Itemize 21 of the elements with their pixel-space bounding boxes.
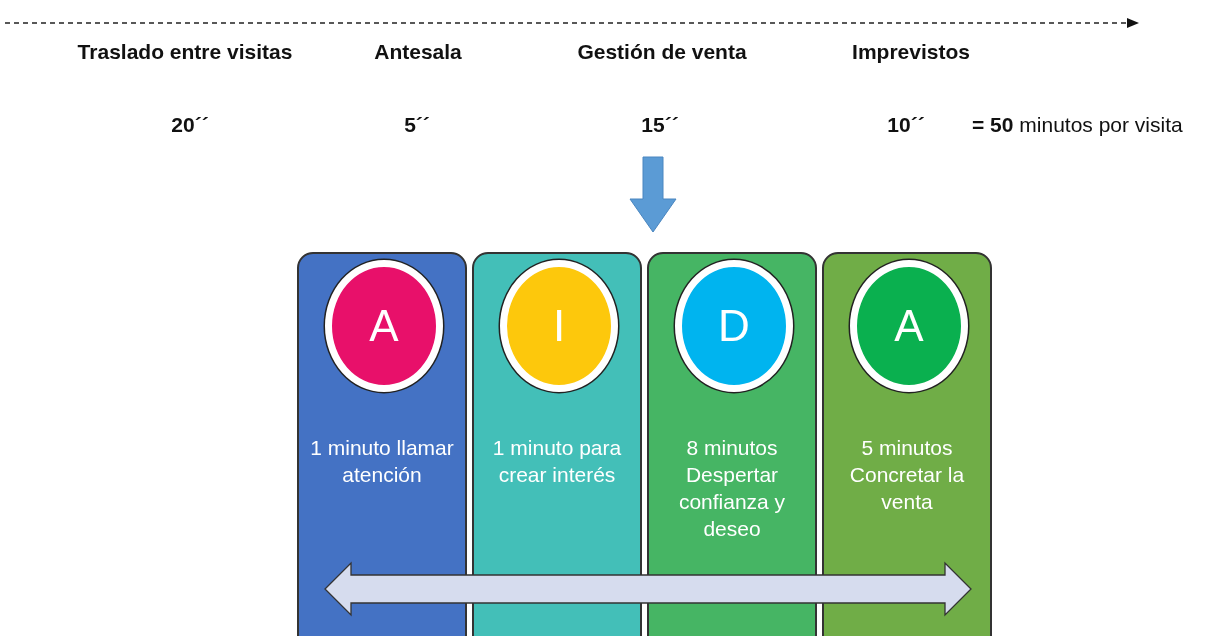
column-text: 1 minuto llamar atención	[309, 435, 455, 488]
stage-column	[822, 252, 992, 636]
phase-label: Gestión de venta	[577, 40, 747, 64]
duration-label: 15´´	[641, 113, 679, 137]
column-text: 5 minutos Concretar la venta	[848, 435, 966, 515]
stage-column	[647, 252, 817, 636]
duration-label: 10´´	[887, 113, 925, 137]
duration-label: 20´´	[171, 113, 209, 137]
stage-column	[297, 252, 467, 636]
letter-circle: I	[500, 260, 618, 392]
stage-column	[472, 252, 642, 636]
total-note: = 50 minutos por visita	[972, 113, 1183, 137]
letter-circle: A	[325, 260, 443, 392]
duration-label: 5´´	[404, 113, 430, 137]
letter-circle: D	[675, 260, 793, 392]
phase-label: Imprevistos	[852, 40, 970, 64]
phase-label: Antesala	[374, 40, 462, 64]
letter-circle: A	[850, 260, 968, 392]
phase-label: Traslado entre visitas	[77, 40, 293, 64]
column-text: 8 minutos Despertar confianza y deseo	[677, 435, 787, 542]
column-text: 1 minuto para crear interés	[491, 435, 623, 488]
